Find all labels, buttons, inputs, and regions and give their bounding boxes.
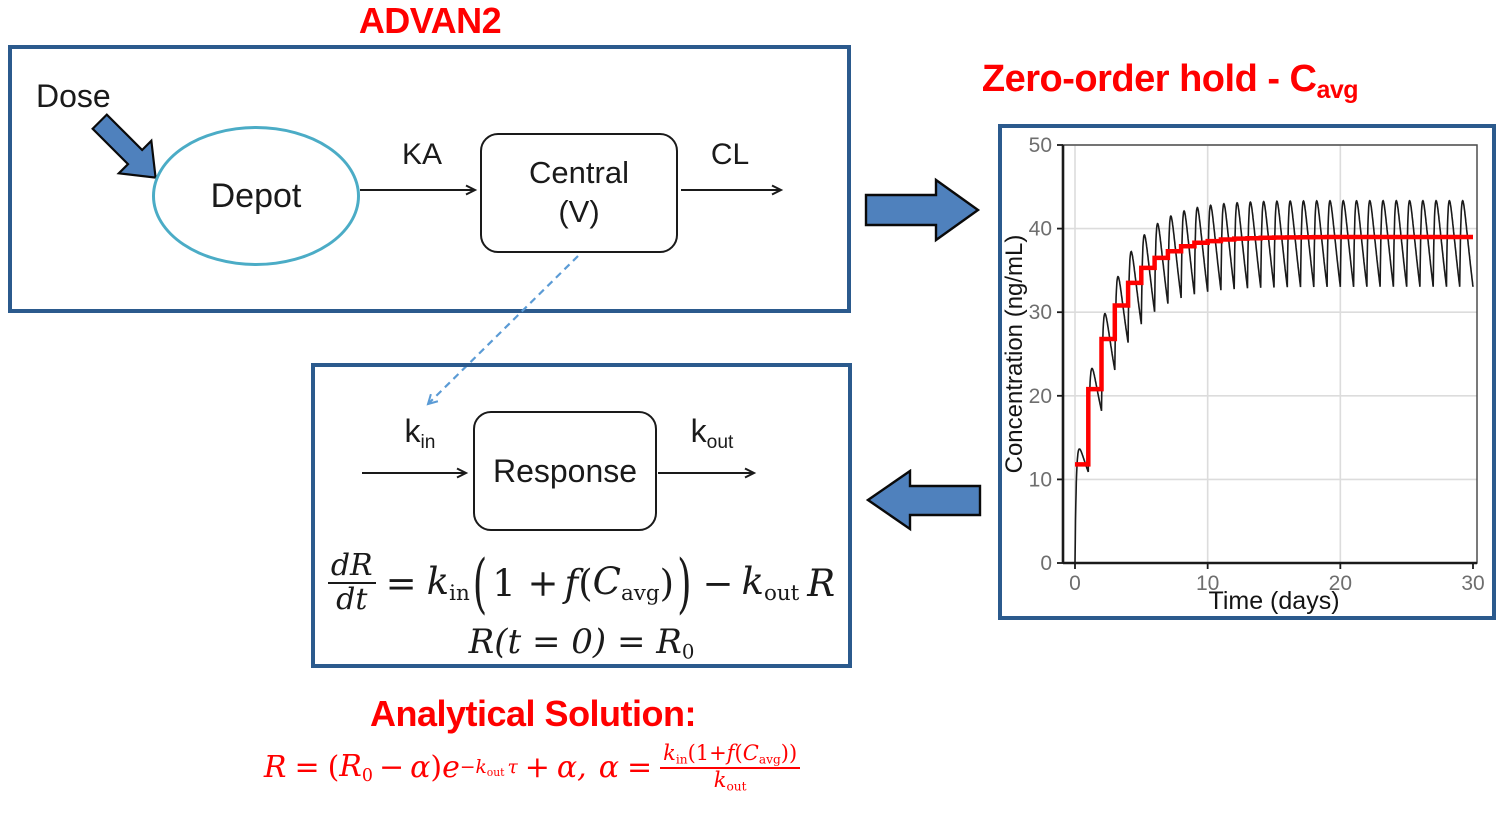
central-label-line1: Central	[529, 155, 629, 191]
plot-panel-border	[1062, 144, 1478, 564]
initial-condition: R(t = 0) = R0	[468, 622, 695, 664]
advan2-box	[8, 45, 851, 313]
ka-arrow	[360, 184, 478, 196]
y-tick-label: 0	[1040, 552, 1052, 575]
y-tick-label: 30	[1029, 301, 1052, 324]
chart-box	[998, 124, 1496, 620]
y-tick-label: 20	[1029, 385, 1052, 408]
ode-frac-numerator: dR	[327, 549, 376, 584]
x-tick-label: 10	[1196, 572, 1219, 595]
ode-equation: dR dt = kin ( 1 + f ( Cavg ) ) − kout R	[315, 545, 848, 621]
analytical-heading: Analytical Solution:	[369, 693, 697, 734]
chart-title: Zero-order hold - Cavg	[955, 58, 1385, 105]
response-compartment-box: Response	[473, 411, 657, 531]
dose-label: Dose	[36, 78, 111, 114]
dose-arrow-icon	[91, 113, 157, 179]
x-tick-label: 30	[1461, 572, 1484, 595]
cl-arrow	[681, 184, 784, 196]
chart-title-subscript: avg	[1316, 76, 1359, 104]
cavg-zero-order-hold	[1075, 234, 1473, 467]
kout-arrow	[658, 467, 757, 479]
kin-label: kin	[404, 413, 436, 453]
kout-label: kout	[690, 413, 734, 453]
analytical-frac-denominator: kout	[713, 767, 747, 793]
x-tick-label: 20	[1329, 572, 1352, 595]
y-tick-label: 40	[1029, 218, 1052, 241]
central-label-line2: (V)	[558, 194, 600, 229]
flow-left-arrow-icon	[866, 469, 982, 532]
depot-label: Depot	[210, 176, 302, 215]
x-tick-label: 0	[1069, 572, 1081, 595]
analytical-frac-numerator: kin(1+f(Cavg))	[660, 742, 801, 769]
y-axis-title: Concentration (ng/mL)	[1002, 235, 1028, 474]
response-box	[311, 363, 852, 668]
kin-arrow	[362, 467, 469, 479]
y-tick-label: 50	[1029, 134, 1052, 157]
depot-ellipse: Depot	[152, 126, 360, 266]
concentration-daily-oral-dosing	[1074, 199, 1474, 564]
chart-title-main: Zero-order hold - C	[981, 58, 1317, 100]
y-tick-label: 10	[1029, 468, 1052, 491]
cl-label: CL	[710, 138, 750, 171]
x-axis-title: Time (days)	[1208, 587, 1339, 615]
flow-right-arrow-icon	[864, 177, 981, 243]
response-label: Response	[492, 452, 638, 489]
ka-label: KA	[401, 138, 443, 171]
ode-frac-denominator: dt	[336, 582, 368, 617]
central-compartment-box: Central (V)	[480, 133, 678, 253]
advan2-title: ADVAN2	[358, 0, 502, 41]
